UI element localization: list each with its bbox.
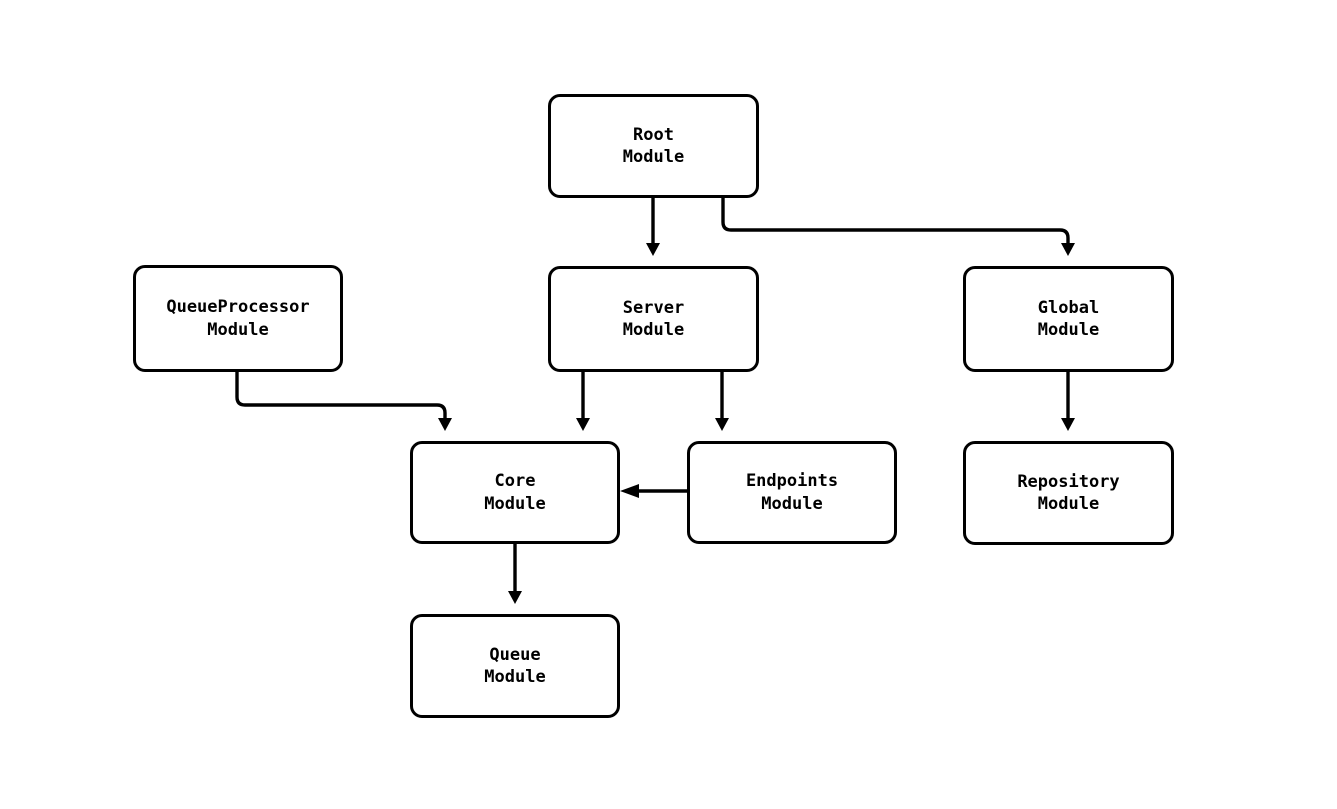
node-root-module[interactable]: Root Module [548, 94, 759, 198]
node-queue-module-line1: Queue [489, 644, 541, 665]
node-queueprocessor-module-line2: Module [207, 319, 269, 340]
node-repository-module-line1: Repository [1017, 471, 1120, 492]
edge-queueprocessor-core [235, 372, 452, 431]
node-endpoints-module-line1: Endpoints [745, 471, 839, 492]
node-endpoints-module-line2: Module [761, 493, 823, 514]
edge-server-core [576, 372, 590, 431]
edge-root-server [646, 198, 660, 256]
node-queue-module[interactable]: Queue Module [410, 614, 620, 718]
node-root-module-line1: Root [633, 124, 674, 145]
node-global-module[interactable]: Global Module [963, 266, 1174, 372]
node-core-module-line2: Module [484, 493, 546, 514]
node-core-module[interactable]: Core Module [410, 441, 620, 544]
node-core-module-line1: Core [494, 471, 536, 492]
node-queueprocessor-module-line1: QueueProcessor [166, 297, 310, 318]
node-endpoints-module[interactable]: Endpoints Module [687, 441, 897, 544]
edge-endpoints-core [620, 484, 687, 498]
edge-server-endpoints [715, 372, 729, 431]
node-server-module-line1: Server [622, 297, 685, 318]
edge-core-queue [508, 544, 522, 604]
node-global-module-line1: Global [1037, 297, 1100, 318]
node-queue-module-line2: Module [484, 667, 546, 687]
node-repository-module-line2: Module [1037, 494, 1100, 514]
node-root-module-line2: Module [622, 147, 685, 167]
node-repository-module[interactable]: Repository Module [963, 441, 1174, 545]
node-server-module-line2: Module [622, 320, 685, 340]
node-queueprocessor-module[interactable]: QueueProcessor Module [133, 265, 343, 372]
edge-global-repository [1061, 372, 1075, 431]
node-server-module[interactable]: Server Module [548, 266, 759, 372]
node-global-module-line2: Module [1037, 320, 1100, 340]
edge-root-global [721, 198, 1075, 256]
